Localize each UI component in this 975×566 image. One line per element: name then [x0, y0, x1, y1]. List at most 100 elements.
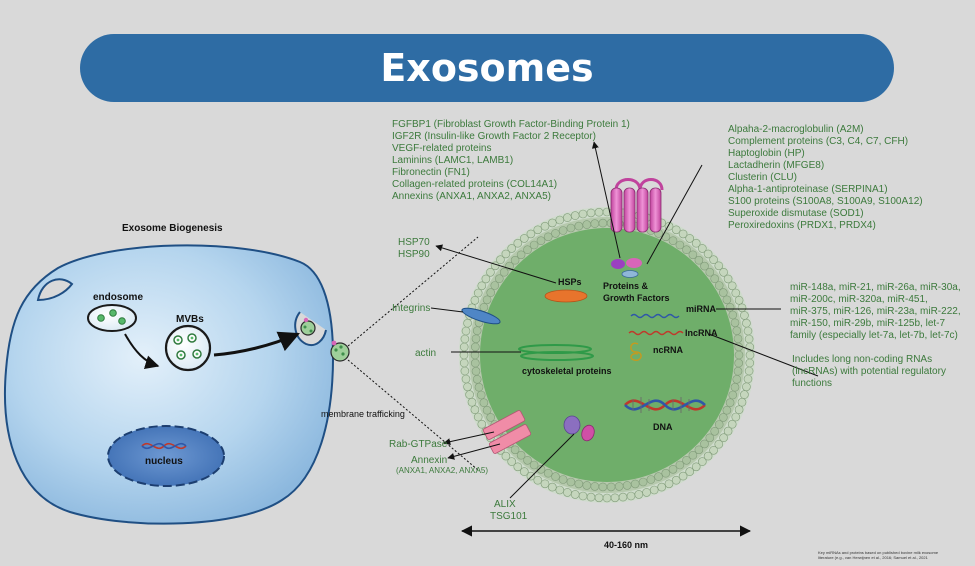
endosome-label: endosome [93, 292, 143, 303]
rab-gtpase-label: Rab-GTPase [389, 439, 448, 450]
lipid-bead [501, 249, 511, 259]
lipid-bead [700, 439, 709, 449]
lipid-bead [745, 358, 755, 368]
annexin-sub-label: (ANXA1, ANXA2, ANXA5) [396, 466, 488, 475]
lipid-bead [630, 479, 640, 489]
lipid-bead [558, 226, 568, 235]
lipid-bead [691, 238, 701, 248]
lipid-bead [742, 382, 751, 392]
alix-label: ALIX [494, 499, 516, 510]
ncrna-icon [630, 342, 642, 361]
lipid-bead [479, 398, 489, 408]
lipid-bead [563, 488, 572, 497]
proteins-label-line1: Proteins & [603, 281, 649, 291]
integrin-icon [461, 307, 501, 325]
lipid-bead [460, 334, 470, 344]
lipid-bead [734, 358, 744, 368]
lipid-bead [703, 249, 713, 259]
lipid-bead [682, 455, 691, 465]
lipid-bead [661, 468, 671, 478]
ncrna-label: ncRNA [653, 345, 684, 355]
lipid-bead [691, 462, 701, 472]
list-item: Peroxiredoxins (PRDX1, PRDX4) [728, 220, 876, 231]
lipid-bead [722, 295, 732, 305]
lipid-bead [671, 225, 681, 235]
list-item: FGFBP1 (Fibroblast Growth Factor-Binding… [392, 119, 630, 130]
list-item: IGF2R (Insulin-like Growth Factor 2 Rece… [392, 131, 596, 142]
pointer-lines [430, 141, 819, 499]
lipid-bead [734, 295, 744, 305]
list-item: functions [792, 378, 832, 389]
lipid-bead [513, 238, 523, 248]
lipid-bead [730, 382, 740, 392]
lipid-bead [563, 213, 572, 222]
lipid-bead [470, 342, 480, 352]
lipid-bead [710, 426, 720, 436]
lipid-bead [460, 366, 470, 376]
lipid-bead [714, 420, 724, 429]
lipid-bead [558, 475, 568, 484]
lipid-bead [646, 475, 656, 484]
lipid-bead [719, 433, 728, 443]
lipid-bead [727, 281, 737, 291]
lipid-bead [678, 229, 688, 239]
lipid-bead [510, 255, 520, 265]
size-label: 40-160 nm [604, 540, 648, 550]
lipid-bead [574, 221, 584, 231]
lipid-bead [551, 229, 560, 238]
hsp-icon [544, 289, 588, 303]
lipid-bead [649, 485, 659, 495]
lipid-bead [471, 334, 481, 344]
lipid-bead [718, 413, 728, 422]
nucleus-label: nucleus [145, 456, 183, 467]
nucleus: nucleus [107, 425, 225, 487]
lipid-bead [578, 209, 588, 219]
lipid-bead [501, 451, 511, 461]
lipid-bead [675, 240, 685, 250]
lipid-bead [610, 493, 620, 503]
lipid-bead [490, 281, 500, 290]
lipid-bead [709, 255, 718, 265]
mirna-list: miR-148a, miR-21, miR-26a, miR-30a, miR-… [790, 282, 961, 341]
lncrna-label: lncRNA [685, 328, 718, 338]
list-item: S100 proteins (S100A8, S100A9, S100A12) [728, 196, 923, 207]
lipid-bead [634, 490, 644, 499]
lipid-bead [694, 255, 704, 265]
lipid-bead [685, 234, 695, 243]
lipid-bead [540, 479, 550, 489]
lipid-bead [594, 493, 604, 503]
dna-helix-icon [624, 397, 706, 413]
cytoskeletal-label: cytoskeletal proteins [522, 366, 612, 376]
lipid-bead [555, 485, 565, 495]
lipid-bead [732, 326, 742, 336]
lipid-bead [734, 350, 744, 360]
hsp70-label: HSP70 [398, 237, 430, 248]
lipid-bead [507, 244, 517, 253]
lipid-bead [622, 481, 632, 490]
lipid-bead [473, 412, 483, 422]
lipid-bead [602, 493, 612, 503]
list-item: family (especially let-7a, let-7b, let-7… [790, 330, 958, 341]
lipid-bead [590, 482, 600, 491]
lipid-bead [733, 334, 743, 344]
lipid-bead [614, 482, 624, 491]
list-item: VEGF-related proteins [392, 143, 492, 154]
list-item: miR-148a, miR-21, miR-26a, miR-30a, [790, 282, 961, 293]
lipid-bead [543, 468, 553, 478]
lipid-bead [728, 390, 738, 400]
lipid-bead [547, 218, 557, 228]
lipid-bead [459, 358, 469, 368]
lipid-bead [582, 220, 592, 229]
lipid-bead [540, 221, 550, 231]
lipid-bead [533, 225, 543, 235]
lipid-bead [727, 419, 737, 429]
lipid-bead [731, 412, 741, 422]
lipid-bead [594, 207, 604, 217]
lipid-bead [678, 471, 688, 481]
list-item: Includes long non-coding RNAs [792, 354, 932, 365]
lipid-bead [586, 492, 596, 502]
lipid-bead [598, 482, 608, 492]
footnote-line1: Key miRNAs and proteins based on publish… [818, 550, 939, 555]
top-right-protein-list: Alpaha-2-macroglobulin (A2M) Complement … [728, 124, 923, 231]
